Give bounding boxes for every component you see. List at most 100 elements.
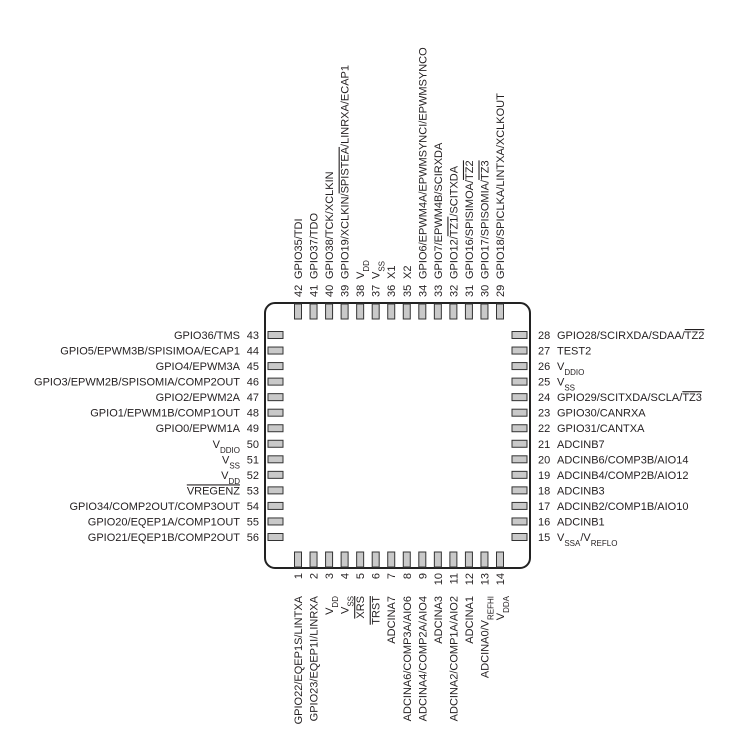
pin-label-segment: TZ2	[685, 330, 705, 342]
pin-50	[267, 439, 284, 448]
pin-45	[267, 362, 284, 371]
pin-55	[267, 517, 284, 526]
pin-label-segment: V	[222, 454, 230, 466]
pin-number: 12	[464, 573, 476, 585]
pin-label-subscript: SSA	[564, 539, 581, 548]
pin-number: 50	[247, 439, 259, 451]
pin-label-segment: GPIO6/EPWM4A/EPWMSYNCI/EPWMSYNCO	[417, 47, 429, 279]
pin-label-segment: GPIO38/TCK/XCLKIN	[324, 171, 336, 279]
pin-number: 20	[538, 454, 550, 466]
pin-52	[267, 470, 284, 479]
pin-label-segment: V	[324, 607, 336, 615]
pin-label-subscript: REFLO	[591, 539, 618, 548]
pin-label-segment: GPIO36/TMS	[174, 330, 240, 342]
pin-number: 31	[464, 285, 476, 297]
pin-label-segment: GPIO3/EPWM2B/SPISOMIA/COMP2OUT	[34, 377, 240, 389]
pin-label: GPIO6/EPWM4A/EPWMSYNCI/EPWMSYNCO	[417, 47, 429, 279]
pin-label-segment: V	[340, 606, 352, 614]
pin-number: 16	[538, 516, 550, 528]
pin-label-segment: VREGENZ	[187, 485, 240, 497]
pin-1	[294, 551, 302, 568]
pin-label-subscript: SS	[377, 261, 386, 272]
pin-54	[267, 501, 284, 510]
pin-21	[511, 439, 528, 448]
pin-8	[402, 551, 411, 568]
pin-label-segment: GPIO23/EQEP1I/LINRXA	[309, 595, 321, 721]
pin-31	[464, 303, 473, 320]
pin-number: 45	[247, 361, 259, 373]
pin-label: VSS	[222, 454, 240, 470]
pin-label-segment: V	[355, 271, 367, 279]
pin-label-subscript: SS	[564, 383, 575, 392]
pin-label-segment: GPIO30/CANRXA	[557, 408, 646, 420]
pin-label: VSS	[340, 596, 356, 614]
pin-label: ADCINB4/COMP2B/AIO12	[557, 470, 688, 482]
pin-number: 5	[355, 573, 367, 579]
pin-label: GPIO5/EPWM3B/SPISIMOA/ECAP1	[60, 346, 240, 358]
pin-6	[371, 551, 380, 568]
pin-label: VDD	[221, 470, 240, 486]
pin-48	[267, 408, 284, 417]
pin-number: 55	[247, 516, 259, 528]
pin-label: VSSA/VREFLO	[557, 532, 617, 548]
pin-51	[267, 455, 284, 464]
pin-33	[433, 303, 442, 320]
pin-label: GPIO16/SPISIMOA/TZ2	[464, 160, 476, 279]
pin-label: GPIO20/EQEP1A/COMP1OUT	[88, 516, 240, 528]
pin-number: 27	[538, 346, 550, 358]
pin-number: 42	[293, 285, 305, 297]
pin-label-subscript: DDA	[502, 595, 511, 613]
pin-number: 21	[538, 439, 550, 451]
pin-number: 23	[538, 408, 550, 420]
pin-label-segment: TRST	[371, 596, 383, 625]
pin-label: GPIO7/EPWM4B/SCIRXDA	[433, 142, 445, 279]
pin-39	[340, 303, 349, 320]
pin-9	[418, 551, 427, 568]
pin-label: ADCINA7	[386, 596, 398, 644]
pin-number: 32	[448, 285, 460, 297]
chip-package	[264, 302, 531, 569]
pin-number: 17	[538, 501, 550, 513]
pin-label: VDDIO	[557, 361, 584, 377]
pin-number: 18	[538, 485, 550, 497]
pin-number: 51	[247, 454, 259, 466]
pin-label: ADCINA2/COMP1A/AIO2	[448, 596, 460, 721]
pin-label: ADCINA3	[433, 596, 445, 644]
pin-20	[511, 455, 528, 464]
pin-label-segment: ADCINB3	[557, 485, 605, 497]
pin-label-segment: ADCINA6/COMP3A/AIO6	[402, 596, 414, 721]
pin-label-segment: GPIO28/SCIRXDA/SDAA/	[557, 330, 686, 342]
pin-label: ADCINB1	[557, 516, 605, 528]
pin-2	[309, 551, 318, 568]
pin-label-segment: X1	[386, 266, 398, 279]
pin-label: GPIO12/TZ1/SCITXDA	[448, 165, 460, 279]
pin-label-segment: GPIO7/EPWM4B/SCIRXDA	[433, 142, 445, 279]
pin-label-segment: GPIO4/EPWM3A	[156, 361, 241, 373]
pin-label: ADCINA0/VREFHI	[479, 596, 495, 678]
pin-label-subscript: DD	[228, 476, 240, 485]
pin-label-subscript: DDIO	[220, 445, 240, 454]
pin-label-segment: ADCINA3	[433, 596, 445, 644]
pin-label-segment: TZ1	[448, 217, 460, 237]
pin-19	[511, 470, 528, 479]
pin-label: VDDA	[495, 595, 511, 620]
pin-label: XRS	[355, 596, 367, 619]
pin-label-segment: V	[557, 532, 565, 544]
pin-label-segment: GPIO29/SCITXDA/SCLA/	[557, 392, 683, 404]
pin-label: VSS	[371, 261, 387, 279]
pin-label: ADCINB2/COMP1B/AIO10	[557, 501, 688, 513]
pin-number: 29	[495, 285, 507, 297]
pin-number: 3	[324, 573, 336, 579]
pin-44	[267, 346, 284, 355]
pin-14	[496, 551, 504, 568]
pin-25	[511, 377, 528, 386]
pin-35	[402, 303, 411, 320]
pin-number: 33	[433, 285, 445, 297]
pin-label-segment: X2	[402, 266, 414, 279]
pin-number: 40	[324, 285, 336, 297]
pin-label-segment: ADCINB6/COMP3B/AIO14	[557, 454, 688, 466]
pin-label: VDDIO	[213, 439, 240, 455]
pin-label-segment: ADCINA1	[464, 596, 476, 644]
pin-label-segment: GPIO16/SPISIMOA/	[464, 179, 476, 279]
pin-label: GPIO19/XCLKIN/SPISTEA/LINRXA/ECAP1	[340, 65, 352, 279]
